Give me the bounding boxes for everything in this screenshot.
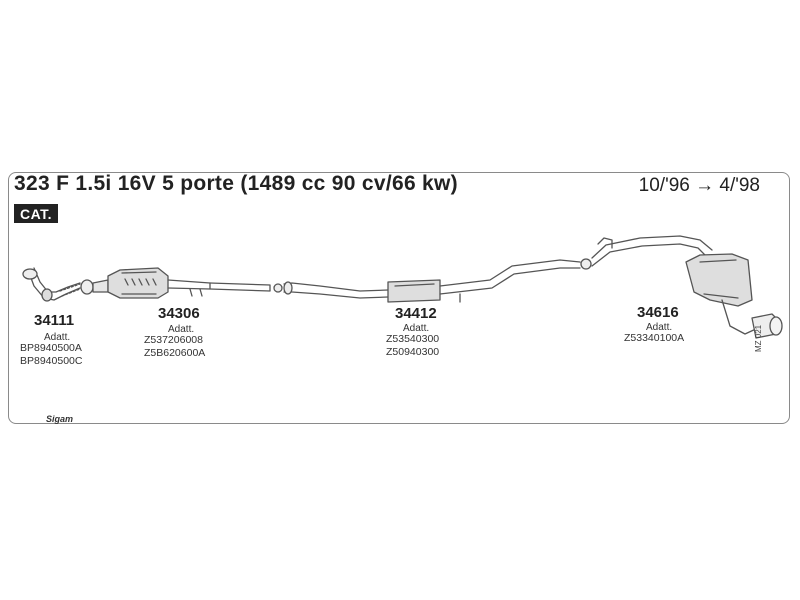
part-label-34412: Adatt. — [403, 323, 430, 334]
part-ref-34306-a: Z537206008 — [144, 334, 203, 346]
part-label-34616: Adatt. — [646, 322, 673, 333]
rear-silencer-34616 — [591, 235, 783, 339]
part-ref-34412-a: Z53540300 — [386, 333, 440, 345]
part-number-34412: 34412 — [395, 305, 437, 322]
diagram-code: MZ 021 — [754, 324, 763, 352]
part-ref-34111-b: BP8940500C — [20, 355, 83, 367]
front-pipe-34111 — [22, 267, 94, 302]
part-number-34306: 34306 — [158, 305, 200, 322]
part-ref-34111-a: BP8940500A — [20, 342, 82, 354]
date-range: 10/'96 → 4/'98 — [638, 175, 760, 196]
part-ref-34306-b: Z5B620600A — [144, 347, 206, 359]
part-label-34306: Adatt. — [168, 324, 195, 335]
part-number-34111: 34111 — [34, 312, 75, 329]
intermediate-pipe-34412 — [283, 258, 592, 303]
part-ref-34616-a: Z53340100A — [624, 332, 685, 344]
part-number-34616: 34616 — [637, 304, 679, 321]
brand-logo: Sigam — [46, 414, 74, 424]
part-label-34111: Adatt. — [44, 332, 71, 343]
cat-badge: CAT. — [14, 204, 59, 223]
vehicle-title: 323 F 1.5i 16V 5 porte (1489 cc 90 cv/66… — [14, 172, 458, 195]
catalytic-converter-34306 — [92, 267, 283, 299]
diagram-frame — [8, 172, 790, 424]
part-ref-34412-b: Z50940300 — [386, 346, 440, 358]
